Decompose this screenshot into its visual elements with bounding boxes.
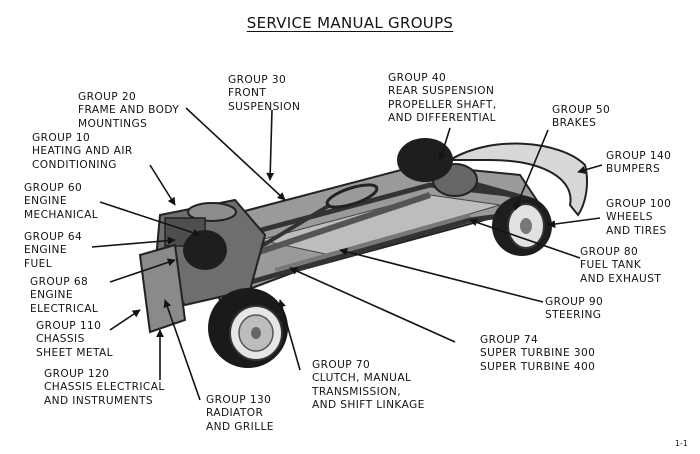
group-80-label: GROUP 80 FUEL TANK AND EXHAUST xyxy=(580,246,662,285)
group-30-label: GROUP 30 FRONT SUSPENSION xyxy=(228,74,301,113)
group-74-label: GROUP 74 SUPER TURBINE 300 SUPER TURBINE… xyxy=(480,334,596,373)
rear-bumper xyxy=(446,142,588,217)
front-left-wheel xyxy=(183,230,227,270)
group-100-label: GROUP 100 WHEELS AND TIRES xyxy=(606,198,672,237)
air-cleaner xyxy=(187,202,237,222)
radiator xyxy=(138,243,187,334)
group-10-label: GROUP 10 HEATING AND AIR CONDITIONING xyxy=(32,132,133,171)
steering-column xyxy=(253,203,332,252)
group-70-label: GROUP 70 CLUTCH, MANUAL TRANSMISSION, AN… xyxy=(312,359,425,412)
group-50-label: GROUP 50 BRAKES xyxy=(552,104,611,130)
group-120-label: GROUP 120 CHASSIS ELECTRICAL AND INSTRUM… xyxy=(44,368,165,407)
floor-pan xyxy=(259,194,501,256)
steering-wheel xyxy=(325,183,379,209)
page-number: 1-1 xyxy=(674,439,688,448)
group-140-label: GROUP 140 BUMPERS xyxy=(606,150,672,176)
exhaust-pipe xyxy=(274,213,471,272)
group-130-label: GROUP 130 RADIATOR AND GRILLE xyxy=(206,394,274,433)
group-90-label: GROUP 90 STEERING xyxy=(545,296,604,322)
group-60-label: GROUP 60 ENGINE MECHANICAL xyxy=(24,182,99,221)
rear-left-wheel xyxy=(397,138,453,182)
page-title: SERVICE MANUAL GROUPS xyxy=(246,14,454,32)
propeller-shaft xyxy=(249,192,431,258)
group-40-label: GROUP 40 REAR SUSPENSION PROPELLER SHAFT… xyxy=(388,72,497,125)
group-110-label: GROUP 110 CHASSIS SHEET METAL xyxy=(36,320,113,359)
group-64-label: GROUP 64 ENGINE FUEL xyxy=(24,231,83,270)
group-68-label: GROUP 68 ENGINE ELECTRICAL xyxy=(30,276,99,315)
group-20-label: GROUP 20 FRAME AND BODY MOUNTINGS xyxy=(78,91,180,130)
